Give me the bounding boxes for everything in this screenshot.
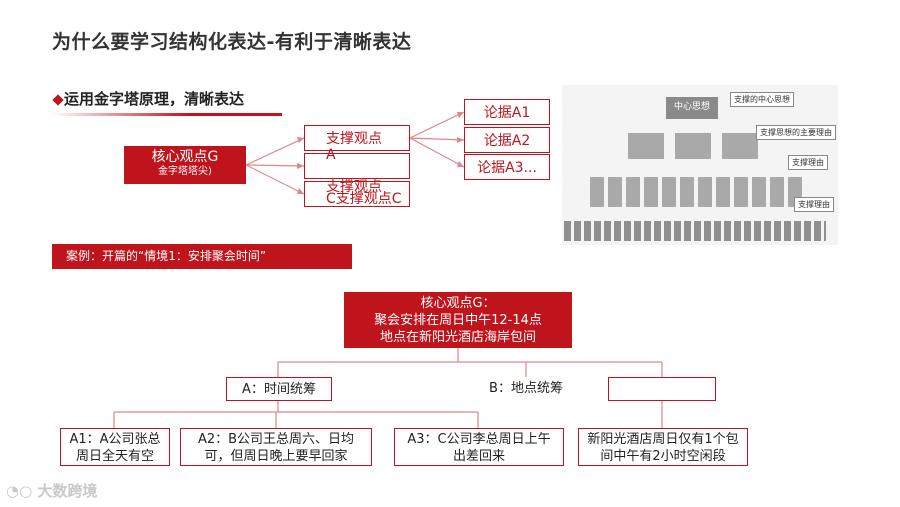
leaf-hotel-line-1: 新阳光酒店周日仅有1个包 (587, 432, 739, 447)
leaf-a3: A3：C公司李总周日上午 出差回来 (394, 428, 564, 466)
leaf-hotel-line-2: 间中午有2小时空闲段 (600, 449, 726, 464)
connector-g-b (245, 164, 305, 167)
connector-g-c (245, 164, 305, 195)
watermark-logo: ◔○ 大数跨境 (6, 480, 97, 501)
connector-a-a1 (409, 111, 465, 139)
pyramid-block (628, 133, 664, 159)
pyramid-block (680, 177, 694, 207)
pyramid-block (608, 177, 622, 207)
connector-a-a3 (409, 137, 465, 168)
leaf-a3-line-1: A3：C公司李总周日上午 (407, 432, 551, 447)
support-c-label-1: 支撑观点 (326, 179, 382, 195)
branch-time: A：时间统筹 (226, 377, 332, 401)
pyramid-block (770, 177, 784, 207)
leaf-a1-line-1: A1：A公司张总 (69, 432, 161, 447)
pyramid-bottom-row (564, 221, 826, 241)
case-core-line-1: 核心观点G： (420, 296, 496, 311)
core-point-label: 核心观点G (151, 149, 219, 165)
pyramid-block (675, 133, 711, 159)
pyramid-top-block: 中心思想 (666, 97, 718, 119)
leaf-a2-line-2: 可，但周日晚上要早回家 (204, 449, 348, 464)
section-underline (52, 113, 282, 116)
case-core-line-2: 聚会安排在周日中午12-14点 (374, 313, 542, 328)
branch-empty (608, 377, 716, 401)
pyramid-callout-2: 支撑思想的主要理由 (756, 125, 836, 140)
leaf-a2: A2：B公司王总周六、日均 可，但周日晚上要早回家 (180, 428, 372, 466)
pyramid-block (590, 177, 604, 207)
section-heading: 运用金字塔原理，清晰表达 (64, 90, 245, 108)
pyramid-block (662, 177, 676, 207)
pyramid-callout-4: 支撑理由 (794, 197, 834, 212)
support-box-1 (304, 125, 410, 151)
support-box-3 (304, 181, 410, 207)
leaf-a1-line-2: 周日全天有空 (75, 449, 154, 464)
pyramid-block (722, 133, 758, 159)
pyramid-block (752, 177, 766, 207)
pyramid-block (698, 177, 712, 207)
connector-a-a2 (409, 137, 465, 141)
support-a-letter: A (326, 147, 336, 163)
branch-location: B：地点统筹 (489, 381, 563, 396)
core-point-sublabel: 金字塔塔尖) (158, 166, 212, 177)
support-box-2 (304, 153, 410, 179)
watermark-text: 大数跨境 (37, 482, 98, 500)
support-a-label: 支撑观点 (326, 131, 382, 147)
case-core-point-box: 核心观点G： 聚会安排在周日中午12-14点 地点在新阳光酒店海岸包间 (344, 292, 572, 348)
pyramid-block (716, 177, 730, 207)
connector-g-a (245, 137, 305, 166)
core-point-box: 核心观点G 金字塔塔尖) (124, 146, 246, 184)
case-banner: 案例：开篇的“情境1：安排聚会时间” (52, 244, 352, 269)
support-c-label-2: C支撑观点C (326, 191, 402, 207)
pyramid-callout-3: 支撑理由 (788, 155, 828, 170)
pyramid-block (734, 177, 748, 207)
slide-title: 为什么要学习结构化表达-有利于清晰表达 (52, 31, 412, 53)
watermark-icon: ◔○ (6, 482, 33, 500)
leaf-hotel: 新阳光酒店周日仅有1个包 间中午有2小时空闲段 (578, 428, 748, 466)
pyramid-block (644, 177, 658, 207)
leaf-a3-line-2: 出差回来 (452, 449, 505, 464)
argument-box-a2: 论据A2 (464, 127, 550, 153)
argument-box-a1: 论据A1 (464, 99, 550, 125)
leaf-a1: A1：A公司张总 周日全天有空 (60, 428, 170, 466)
leaf-a2-line-1: A2：B公司王总周六、日均 (197, 432, 355, 447)
pyramid-illustration: 中心思想 支撑的中心思想 支撑思想的主要理由 支撑理由 支撑理由 (562, 85, 838, 245)
pyramid-block (626, 177, 640, 207)
case-core-line-3: 地点在新阳光酒店海岸包间 (379, 330, 536, 345)
pyramid-callout-1: 支撑的中心思想 (730, 92, 794, 107)
argument-box-a3: 论据A3... (464, 154, 550, 180)
